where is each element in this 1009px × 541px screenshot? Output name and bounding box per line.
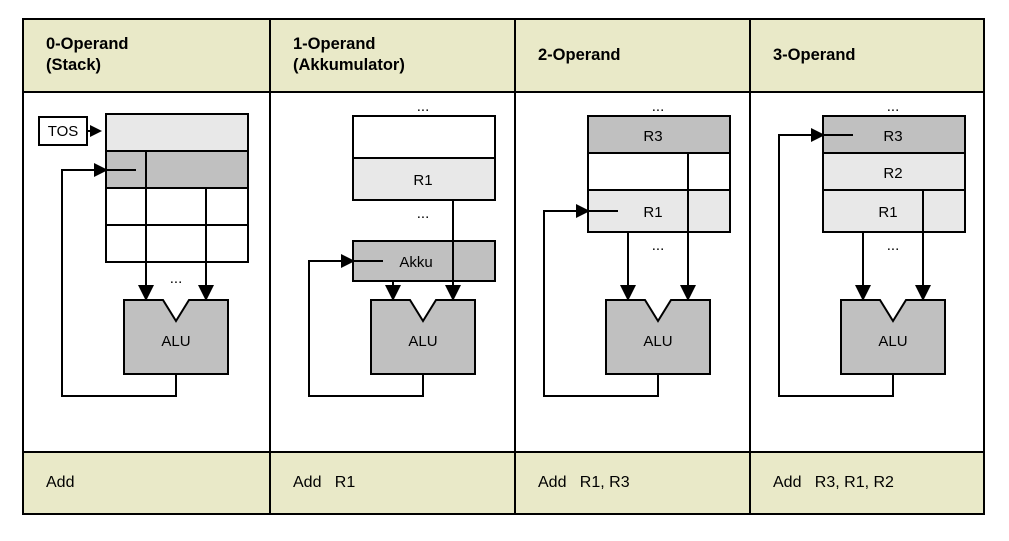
register-label-r1: R1 xyxy=(413,172,432,189)
operand-arrow-left xyxy=(855,284,871,301)
diagram-cell-stack: TOS ... xyxy=(24,92,269,451)
header-line2: (Akkumulator) xyxy=(293,56,405,75)
tos-label: TOS xyxy=(48,123,79,140)
register-top-ellipsis: ... xyxy=(417,98,430,115)
table-diagram-row: TOS ... xyxy=(24,92,983,453)
diagram-cell-accumulator: ... R1 ... Akku xyxy=(269,92,514,451)
instruction-cell-3-operand: Add R3, R1, R2 xyxy=(749,452,983,513)
stack-feedback-path xyxy=(61,168,136,378)
instruction-cell-0-operand: Add xyxy=(24,452,269,513)
register-label-r3: R3 xyxy=(883,128,902,145)
operand-arrow-left xyxy=(385,284,401,301)
alu-label: ALU xyxy=(161,333,190,350)
accumulator-feedback-arrowhead xyxy=(341,253,355,268)
stack-cell-0 xyxy=(105,112,249,152)
register-cell-0 xyxy=(352,114,496,159)
tos-label-box xyxy=(38,115,88,146)
register-feedback-path xyxy=(778,133,853,378)
operand-arrow-right xyxy=(915,284,931,301)
register-top-ellipsis: ... xyxy=(887,98,900,115)
accumulator-machine-diagram: ... R1 ... Akku xyxy=(308,98,496,397)
header-line1: 0-Operand xyxy=(46,35,129,54)
register-cell-r1 xyxy=(352,156,496,201)
accumulator-label: Akku xyxy=(399,254,432,271)
register-feedback-arrowhead xyxy=(576,203,590,218)
alu-result-path xyxy=(778,373,894,397)
alu-shape xyxy=(840,298,946,375)
operand-arrow-right xyxy=(198,284,214,301)
header-line1: 2-Operand xyxy=(538,45,621,64)
register-bottom-ellipsis: ... xyxy=(887,237,900,254)
operand-arrow-left xyxy=(620,284,636,301)
instruction-cell-1-operand: Add R1 xyxy=(269,452,514,513)
operand-arrow-left xyxy=(138,284,154,301)
header-cell-0-operand: 0-Operand (Stack) xyxy=(24,20,269,91)
register-cell-empty xyxy=(587,151,731,191)
operand-arrow-right xyxy=(445,284,461,301)
instruction-cell-2-operand: Add R1, R3 xyxy=(514,452,749,513)
register-feedback-path xyxy=(543,209,618,378)
stack-feedback-arrowhead xyxy=(94,162,108,177)
tos-arrow-head xyxy=(90,124,102,137)
register-cell-r1 xyxy=(822,188,966,233)
table-instruction-row: Add Add R1 Add R1, R3 Add R3, R1, R2 xyxy=(24,452,983,513)
register-bottom-ellipsis: ... xyxy=(652,237,665,254)
register-label-r2: R2 xyxy=(883,165,902,182)
stack-cell-2 xyxy=(105,186,249,226)
accumulator-feedback-path xyxy=(308,259,383,378)
stack-machine-diagram: TOS ... xyxy=(38,112,249,397)
register-bottom-ellipsis: ... xyxy=(417,205,430,222)
header-line1: 1-Operand xyxy=(293,35,376,54)
register-label-r1: R1 xyxy=(643,204,662,221)
operand-comparison-table: 0-Operand (Stack) 1-Operand (Akkumulator… xyxy=(22,18,985,515)
stack-ellipsis: ... xyxy=(170,270,183,287)
alu-shape xyxy=(605,298,711,375)
table-header-row: 0-Operand (Stack) 1-Operand (Akkumulator… xyxy=(24,20,983,93)
register-label-r1: R1 xyxy=(878,204,897,221)
alu-shape xyxy=(123,298,229,375)
diagram-cell-three-operand: ... R3 R2 R1 ... xyxy=(749,92,983,451)
register-cell-r2 xyxy=(822,151,966,191)
register-top-ellipsis: ... xyxy=(652,98,665,115)
header-cell-1-operand: 1-Operand (Akkumulator) xyxy=(269,20,514,91)
alu-result-path xyxy=(308,373,424,397)
alu-label: ALU xyxy=(408,333,437,350)
header-line1: 3-Operand xyxy=(773,45,856,64)
alu-label: ALU xyxy=(878,333,907,350)
alu-result-path xyxy=(61,373,177,397)
operand-arrow-right xyxy=(680,284,696,301)
alu-label: ALU xyxy=(643,333,672,350)
alu-shape xyxy=(370,298,476,375)
three-operand-machine-diagram: ... R3 R2 R1 ... xyxy=(778,98,966,397)
two-operand-machine-diagram: ... R3 R1 ... xyxy=(543,98,731,397)
header-cell-2-operand: 2-Operand xyxy=(514,20,749,91)
register-feedback-arrowhead xyxy=(811,127,825,142)
alu-result-path xyxy=(543,373,659,397)
header-cell-3-operand: 3-Operand xyxy=(749,20,983,91)
header-line2: (Stack) xyxy=(46,56,102,75)
stack-cell-3 xyxy=(105,223,249,263)
diagram-cell-two-operand: ... R3 R1 ... xyxy=(514,92,749,451)
register-label-r3: R3 xyxy=(643,128,662,145)
